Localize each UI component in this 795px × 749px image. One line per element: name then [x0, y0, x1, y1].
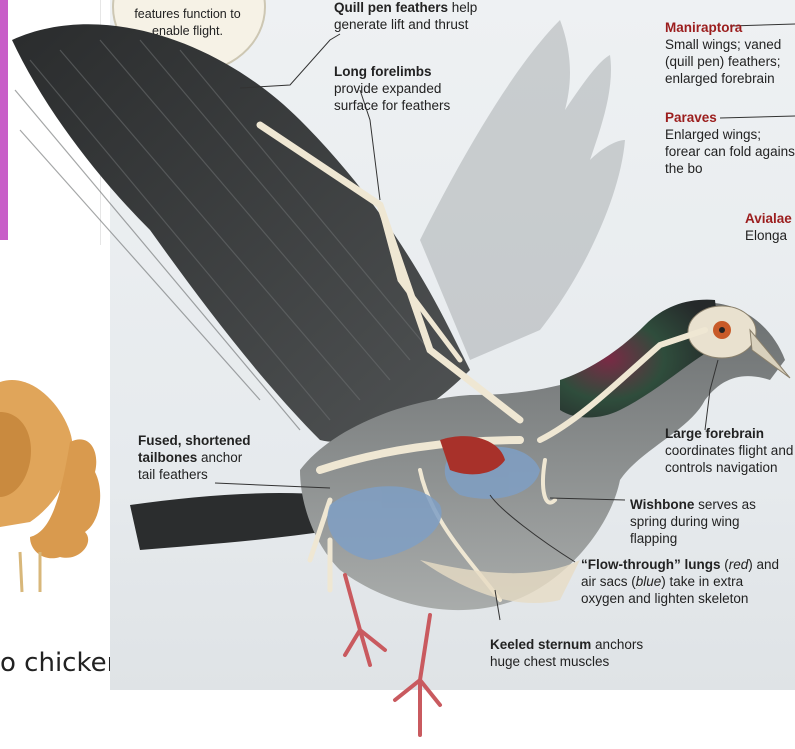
label-lungs-air-sacs: “Flow-through” lungs (red) and air sacs …	[581, 556, 781, 607]
label-long-forelimbs: Long forelimbs provide expanded surface …	[334, 63, 464, 114]
label-forebrain: Large forebrain coordinates flight and c…	[665, 425, 795, 476]
label-quill-feathers: Quill pen feathers help generate lift an…	[334, 0, 484, 33]
label-wishbone: Wishbone serves as spring during wing fl…	[630, 496, 790, 547]
label-tailbones: Fused, shortened tailbones anchor tail f…	[138, 432, 258, 483]
label-keeled-sternum: Keeled sternum anchors huge chest muscle…	[490, 636, 650, 670]
